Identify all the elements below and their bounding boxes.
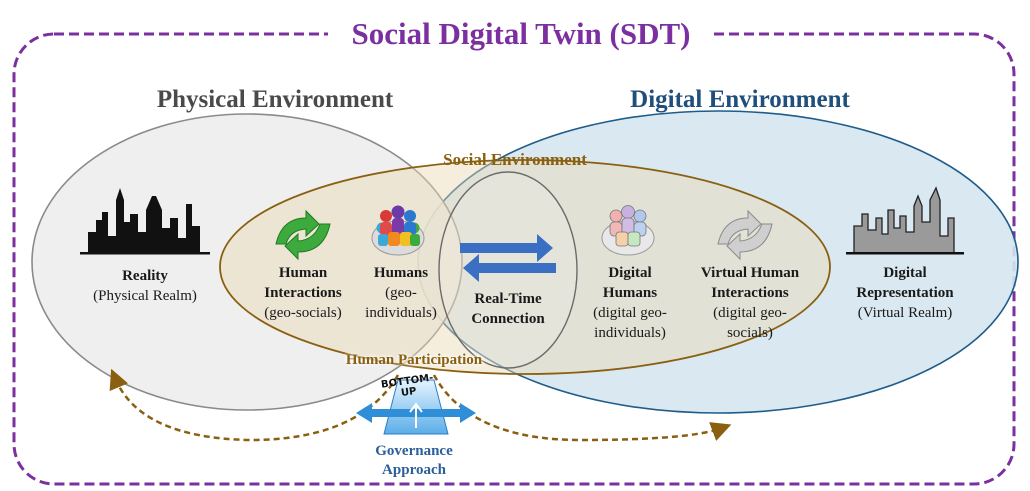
digital-representation-node: Digital Representation (Virtual Realm) <box>835 263 975 323</box>
virtual-interactions-node: Virtual Human Interactions (digital geo-… <box>684 263 816 343</box>
digital-environment-label: Digital Environment <box>630 86 850 113</box>
grey-cycle-arrows-icon <box>717 209 773 261</box>
real-time-title-1: Real-Time <box>474 291 542 307</box>
governance-line-1: Governance <box>375 443 453 459</box>
governance-line-2: Approach <box>382 462 446 478</box>
virtual-interactions-subtitle-2: socials) <box>727 325 773 341</box>
city-skyline-icon <box>80 188 210 255</box>
governance-triangle-icon <box>356 379 476 435</box>
digital-humans-title-2: Humans <box>602 285 658 301</box>
humans-node: Humans (geo- individuals) <box>356 263 446 323</box>
real-time-title-2: Connection <box>471 311 545 327</box>
cycle-arrows-icon <box>275 209 331 261</box>
digital-humans-title-1: Digital <box>608 265 652 281</box>
virtual-interactions-subtitle-1: (digital geo- <box>713 305 787 321</box>
digital-humans-node: Digital Humans (digital geo- individuals… <box>578 263 682 343</box>
real-time-node: Real-Time Connection <box>455 289 561 329</box>
bidirectional-arrows-icon <box>460 234 556 282</box>
humans-subtitle-2: individuals) <box>365 305 437 321</box>
physical-environment-label: Physical Environment <box>156 86 394 113</box>
human-interactions-title-2: Interactions <box>264 285 342 301</box>
digital-representation-title-2: Representation <box>856 285 954 301</box>
sdt-title: Social Digital Twin (SDT) <box>328 16 714 52</box>
governance-approach-label: Governance Approach <box>344 442 484 480</box>
reality-title: Reality <box>122 268 168 284</box>
digital-people-icon <box>601 205 655 256</box>
human-interactions-node: Human Interactions (geo-socials) <box>248 263 358 323</box>
people-group-icon <box>371 205 425 256</box>
digital-representation-title-1: Digital <box>883 265 927 281</box>
digital-humans-subtitle-2: individuals) <box>594 325 666 341</box>
social-environment-label: Social Environment <box>443 150 587 169</box>
human-participation-label: Human Participation <box>345 352 483 368</box>
reality-node: Reality (Physical Realm) <box>70 266 220 306</box>
digital-humans-subtitle-1: (digital geo- <box>593 305 667 321</box>
humans-title: Humans <box>373 265 429 281</box>
digital-skyline-icon <box>846 186 964 255</box>
reality-subtitle: (Physical Realm) <box>93 288 197 304</box>
physical-environment-ellipse <box>31 113 463 411</box>
digital-representation-subtitle: (Virtual Realm) <box>857 305 953 321</box>
human-interactions-title-1: Human <box>278 265 328 281</box>
humans-subtitle-1: (geo- <box>385 285 417 301</box>
virtual-interactions-title-1: Virtual Human <box>700 265 800 281</box>
human-interactions-subtitle: (geo-socials) <box>264 305 342 321</box>
virtual-interactions-title-2: Interactions <box>711 285 789 301</box>
